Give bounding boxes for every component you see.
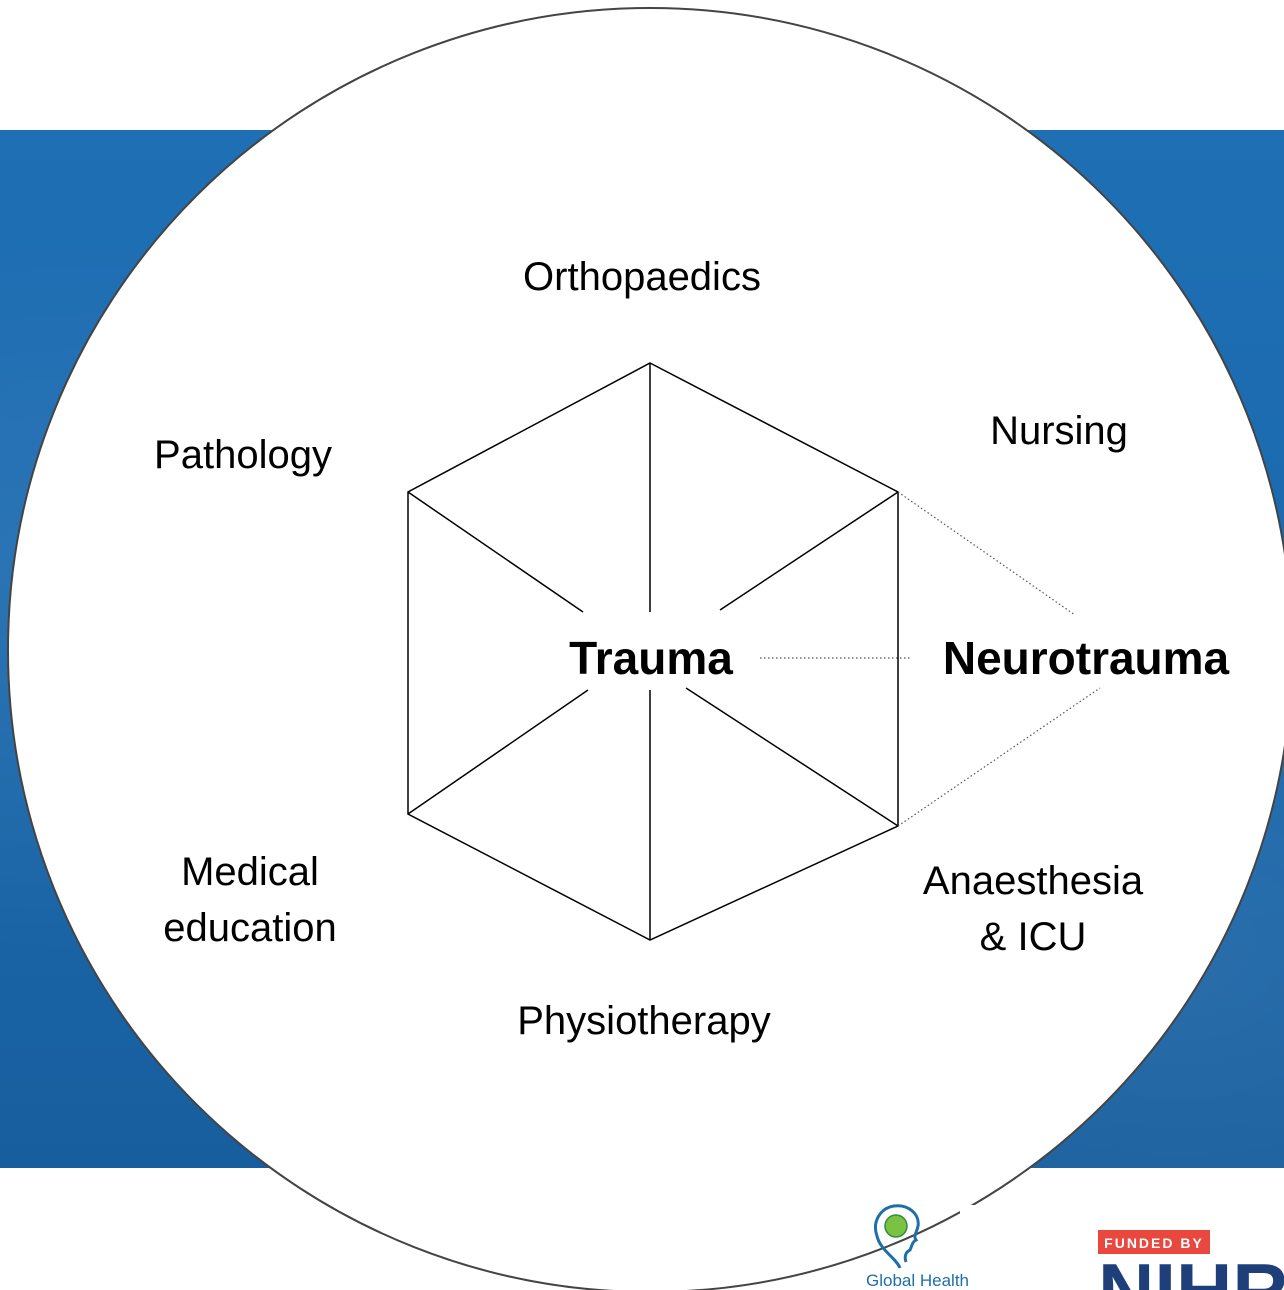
background-circle xyxy=(7,7,1284,1290)
spoke-lower-right xyxy=(685,687,899,827)
orthopaedics-label: Orthopaedics xyxy=(523,255,761,299)
anaesthesia-label-line1: Anaesthesia xyxy=(923,859,1144,903)
pathology-label: Pathology xyxy=(154,433,332,477)
spoke-upper-right xyxy=(719,491,899,611)
head-globe-icon xyxy=(874,1204,920,1269)
connector-lower xyxy=(897,687,1101,827)
nursing-label: Nursing xyxy=(990,409,1128,453)
spoke-upper-left xyxy=(407,491,584,613)
neurotrauma-label: Neurotrauma xyxy=(943,632,1230,684)
funded-by-text: FUNDED BY xyxy=(1104,1235,1204,1251)
center-label: Trauma xyxy=(569,632,733,684)
funded-by-badge xyxy=(1098,1230,1210,1254)
medical-education-label-line2: education xyxy=(163,906,336,950)
anaesthesia-label-line2: & ICU xyxy=(980,915,1087,959)
global-health-text: Global Health xyxy=(866,1271,969,1290)
physiotherapy-label: Physiotherapy xyxy=(517,999,770,1043)
spoke-lower-left xyxy=(407,689,589,815)
global-health-logo: Global Health xyxy=(866,1204,969,1290)
funder-logo: FUNDED BY NIHR xyxy=(1098,1230,1284,1290)
funder-name-text: NIHR xyxy=(1098,1247,1284,1290)
medical-education-label-line1: Medical xyxy=(181,850,319,894)
